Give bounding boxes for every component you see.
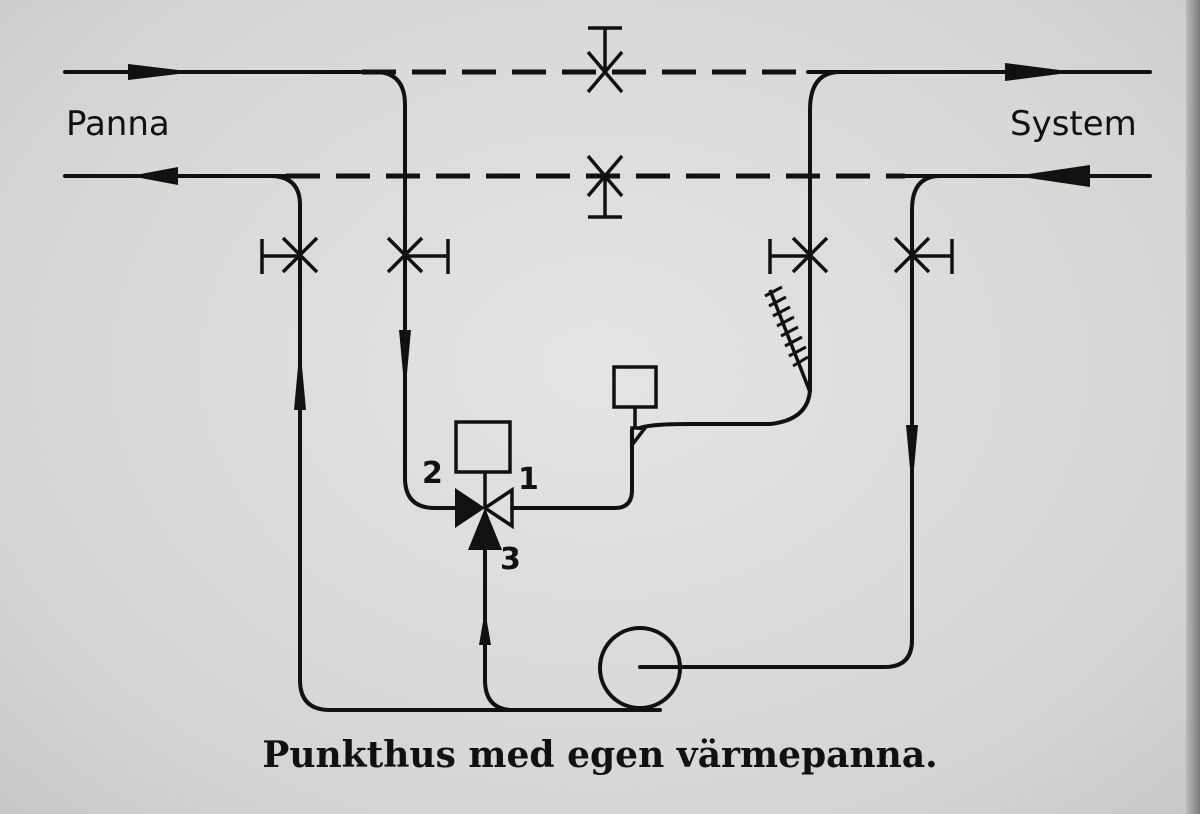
flow-arrow-up-icon — [479, 610, 491, 645]
valve-actuator — [454, 420, 512, 474]
temperature-sensor — [764, 285, 812, 393]
shutoff-valve — [768, 236, 829, 274]
circulation-pump-icon — [598, 626, 682, 710]
return-line — [63, 165, 1152, 187]
valve-port-1: 1 — [518, 462, 539, 497]
pipe-port1 — [510, 428, 634, 510]
shutoff-valve — [260, 236, 319, 274]
flow-arrow-down-icon — [906, 425, 918, 490]
bypass-valve-bottom — [586, 154, 624, 219]
flow-arrow-up-icon — [294, 345, 306, 410]
shutoff-valve — [386, 236, 450, 274]
pipe-left-return — [268, 174, 662, 712]
flow-arrow-left-icon — [1015, 165, 1090, 187]
label-system: System — [1010, 104, 1137, 144]
valve-port-2: 2 — [422, 456, 443, 491]
label-panna: Panna — [66, 104, 170, 144]
pipe-supply-drop — [373, 70, 460, 510]
flow-arrow-right-icon — [1005, 63, 1075, 81]
controller — [612, 365, 658, 451]
flow-arrow-right-icon — [128, 64, 195, 80]
pipe-system-supply — [638, 70, 842, 430]
figure-caption: Punkthus med egen värmepanna. — [262, 734, 938, 776]
three-way-mixing-valve — [454, 420, 514, 550]
page-edge-shadow — [1186, 0, 1200, 814]
flow-arrow-down-icon — [399, 330, 411, 395]
supply-line — [63, 63, 1152, 81]
shutoff-valve — [893, 236, 954, 274]
flow-arrow-left-icon — [130, 167, 178, 185]
bypass-valve-top — [586, 26, 624, 94]
pipe-system-return — [638, 174, 942, 669]
pipe-port3 — [483, 548, 512, 712]
valve-port-3: 3 — [500, 542, 521, 577]
